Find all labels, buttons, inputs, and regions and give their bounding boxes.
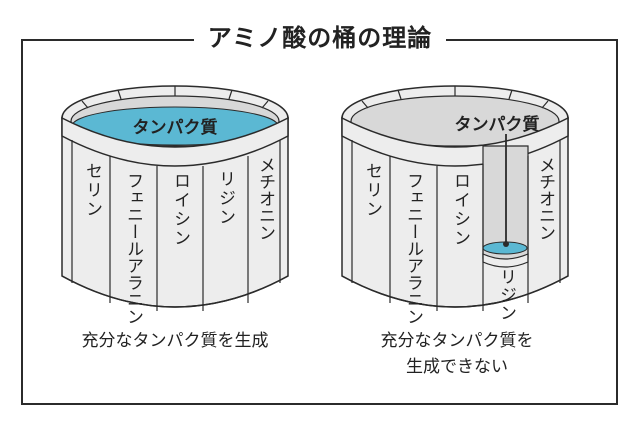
right-caption-line1: 充分なタンパク質を bbox=[380, 331, 534, 351]
left-stave-phenylalanine: フェニールアラニン bbox=[123, 172, 143, 325]
left-caption: 充分なタンパク質を生成 bbox=[52, 328, 298, 354]
right-caption: 充分なタンパク質を 生成できない bbox=[352, 328, 562, 380]
left-barrel: タンパク質 セリン フェニールアラニン ロイシン リジン メチオニン bbox=[61, 85, 289, 325]
right-stave-phenylalanine: フェニールアラニン bbox=[403, 172, 423, 325]
left-caption-text: 充分なタンパク質を生成 bbox=[81, 331, 269, 351]
right-liquid-label: タンパク質 bbox=[455, 114, 540, 135]
right-stave-leucine: ロイシン bbox=[450, 172, 470, 248]
right-stave-methionine: メチオニン bbox=[535, 156, 555, 241]
right-caption-line2: 生成できない bbox=[406, 357, 508, 377]
right-stave-lysine: リジン bbox=[496, 268, 516, 322]
left-liquid-label: タンパク質 bbox=[133, 117, 218, 138]
right-stave-serine: セリン bbox=[362, 162, 382, 219]
left-stave-methionine: メチオニン bbox=[255, 156, 275, 241]
right-barrel: タンパク質 セリン フェニールアラニン ロイシン リジン メチオニン bbox=[341, 85, 569, 325]
left-stave-serine: セリン bbox=[82, 162, 102, 219]
diagram-title: アミノ酸の桶の理論 bbox=[193, 18, 447, 58]
left-stave-leucine: ロイシン bbox=[170, 172, 190, 248]
left-stave-lysine: リジン bbox=[215, 170, 235, 227]
